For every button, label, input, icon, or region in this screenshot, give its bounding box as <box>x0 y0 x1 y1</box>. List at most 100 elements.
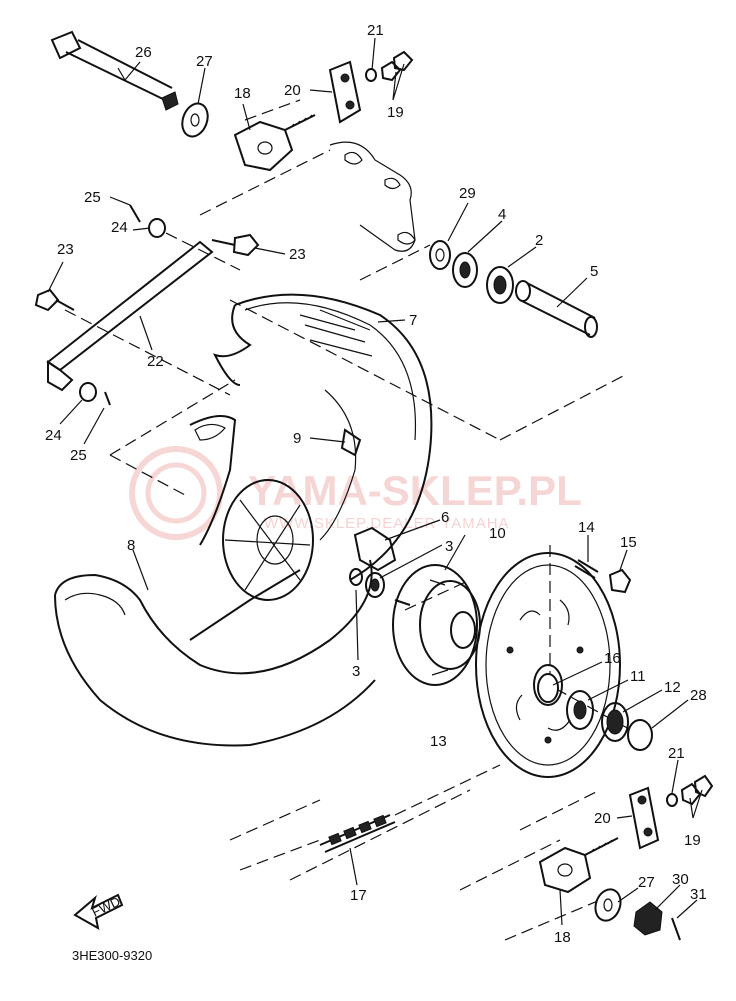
valve-stem-cutout <box>194 423 226 441</box>
bolt-head <box>34 288 60 312</box>
bearing-bore <box>370 578 380 592</box>
part-number-label: 11 <box>630 668 646 685</box>
adjuster-plate <box>628 786 660 850</box>
sprocket-bearings <box>537 673 653 751</box>
axle-nut <box>633 901 663 936</box>
leader <box>59 399 83 425</box>
oil-seal-12 <box>601 702 629 742</box>
sprocket-hub <box>349 526 481 686</box>
collar-16 <box>537 673 559 703</box>
tire-tread <box>244 302 417 441</box>
rear-wheel <box>54 293 433 747</box>
chain-link <box>328 832 342 846</box>
leader-lines <box>47 37 703 926</box>
part-number-label: 5 <box>590 263 598 280</box>
axis-line <box>149 224 241 271</box>
part-number-label: 7 <box>409 312 417 329</box>
plate-hole <box>643 827 653 837</box>
watermark-logo-inner <box>145 462 207 524</box>
part-number-label: 24 <box>111 219 128 236</box>
locknut <box>380 60 402 82</box>
torque-bolt <box>211 239 236 246</box>
part-number-label: 31 <box>690 886 707 903</box>
part-number-label: 25 <box>70 447 87 464</box>
axis-line <box>244 99 301 121</box>
leader <box>47 261 64 293</box>
bolt-head <box>232 233 260 257</box>
chain-puller-top <box>233 114 316 172</box>
plate-hole <box>340 73 350 83</box>
leader <box>587 679 629 701</box>
bearing-small <box>365 572 385 598</box>
swingarm-pivot <box>329 141 416 252</box>
bearing-bore <box>459 261 471 279</box>
sprocket-stud <box>574 559 632 594</box>
seal-small <box>349 568 363 586</box>
watermark: YAMA-SKLEP.PL WWW.SKLEP.DEALER YAMAHA <box>129 446 582 540</box>
part-number-label: 26 <box>135 44 152 61</box>
part-number-label: 12 <box>664 679 681 696</box>
part-number-label: 20 <box>594 810 611 827</box>
leader <box>124 61 141 81</box>
part-number-label: 22 <box>147 353 164 370</box>
leader <box>447 202 469 242</box>
leader <box>467 220 503 253</box>
leader <box>392 63 405 101</box>
axis-line <box>109 454 186 496</box>
part-number-label: 30 <box>672 871 689 888</box>
leader <box>349 847 358 886</box>
chain-link <box>358 820 372 834</box>
leader <box>552 661 603 686</box>
spring-washer <box>666 793 678 807</box>
leader <box>355 589 359 661</box>
swingarm-hole <box>397 231 416 245</box>
part-number-label: 29 <box>459 185 476 202</box>
axle-washer <box>181 102 209 138</box>
chain-path <box>229 764 501 871</box>
axis-line <box>359 244 431 281</box>
part-number-label: 8 <box>127 537 135 554</box>
sprocket-bolt-hole <box>576 646 584 654</box>
leader <box>242 103 251 131</box>
part-number-label: 3 <box>445 538 453 555</box>
collar <box>79 382 97 402</box>
leader <box>689 789 703 819</box>
leader <box>556 277 588 308</box>
leader <box>83 407 105 445</box>
cotter-pin <box>104 391 111 406</box>
part-number-label: 10 <box>489 525 506 542</box>
bolt-thread <box>589 839 613 854</box>
leader <box>309 89 333 93</box>
rear-axle <box>50 30 209 138</box>
rim-inner <box>319 389 357 541</box>
spring-washer <box>365 68 377 82</box>
sprocket-cutouts <box>515 599 571 731</box>
part-number-label: 19 <box>387 104 404 121</box>
chain-puller-bottom <box>538 774 714 941</box>
stud-bolt <box>574 559 599 579</box>
torque-rod-end <box>47 360 74 392</box>
axle-thread <box>161 91 179 111</box>
rim-outer-edge <box>54 594 376 747</box>
leader <box>616 815 633 819</box>
tire-tread-pattern <box>299 309 373 357</box>
chain-link <box>373 814 387 828</box>
part-number-label: 23 <box>289 246 306 263</box>
leader <box>132 227 151 231</box>
leader <box>676 899 698 919</box>
axis-line <box>109 379 236 456</box>
diagram-code: 3HE300-9320 <box>72 948 152 963</box>
alignment-lines <box>64 99 641 941</box>
rim-lower-edge <box>54 559 373 675</box>
seal-bore <box>435 248 445 262</box>
leader <box>371 37 376 71</box>
axis-line <box>459 839 561 891</box>
drive-chain <box>229 764 501 871</box>
leader <box>377 319 406 323</box>
leader <box>139 315 153 351</box>
part-number-label: 16 <box>604 650 621 667</box>
plate-hole <box>345 100 355 110</box>
leader <box>254 247 286 255</box>
locknut <box>392 50 414 72</box>
